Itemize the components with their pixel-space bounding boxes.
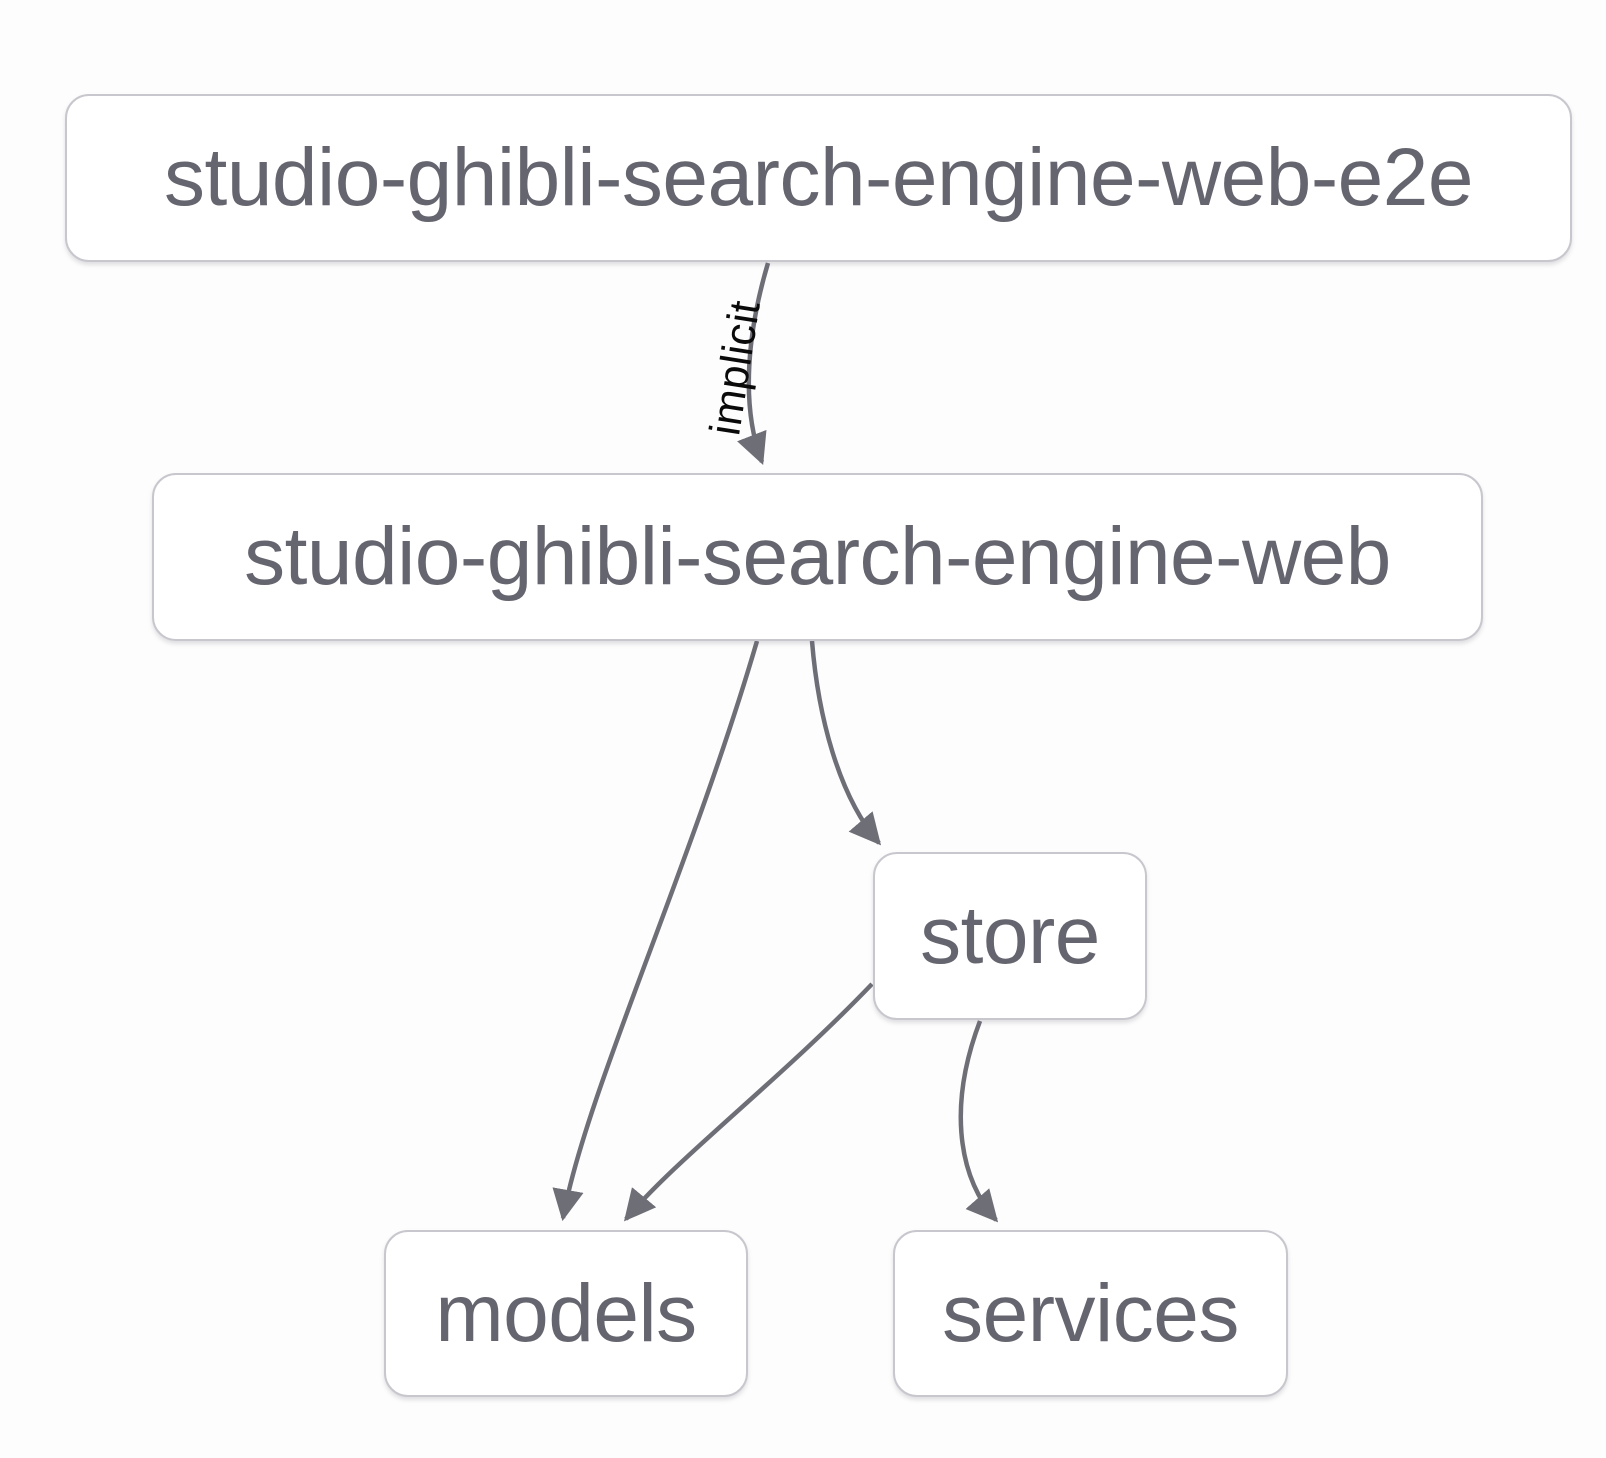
edge-store-to-services <box>958 1020 999 1223</box>
node-studio-ghibli-search-engine-web[interactable]: studio-ghibli-search-engine-web <box>152 473 1483 641</box>
node-studio-ghibli-search-engine-web-e2e[interactable]: studio-ghibli-search-engine-web-e2e <box>65 94 1572 262</box>
edge-web-to-models <box>552 640 760 1222</box>
node-store[interactable]: store <box>873 852 1147 1020</box>
edge-web-to-store <box>809 640 882 846</box>
node-models[interactable]: models <box>384 1230 748 1397</box>
edge-store-to-models <box>623 982 874 1222</box>
node-services[interactable]: services <box>893 1230 1288 1397</box>
edge-e2e-to-web <box>737 262 771 465</box>
